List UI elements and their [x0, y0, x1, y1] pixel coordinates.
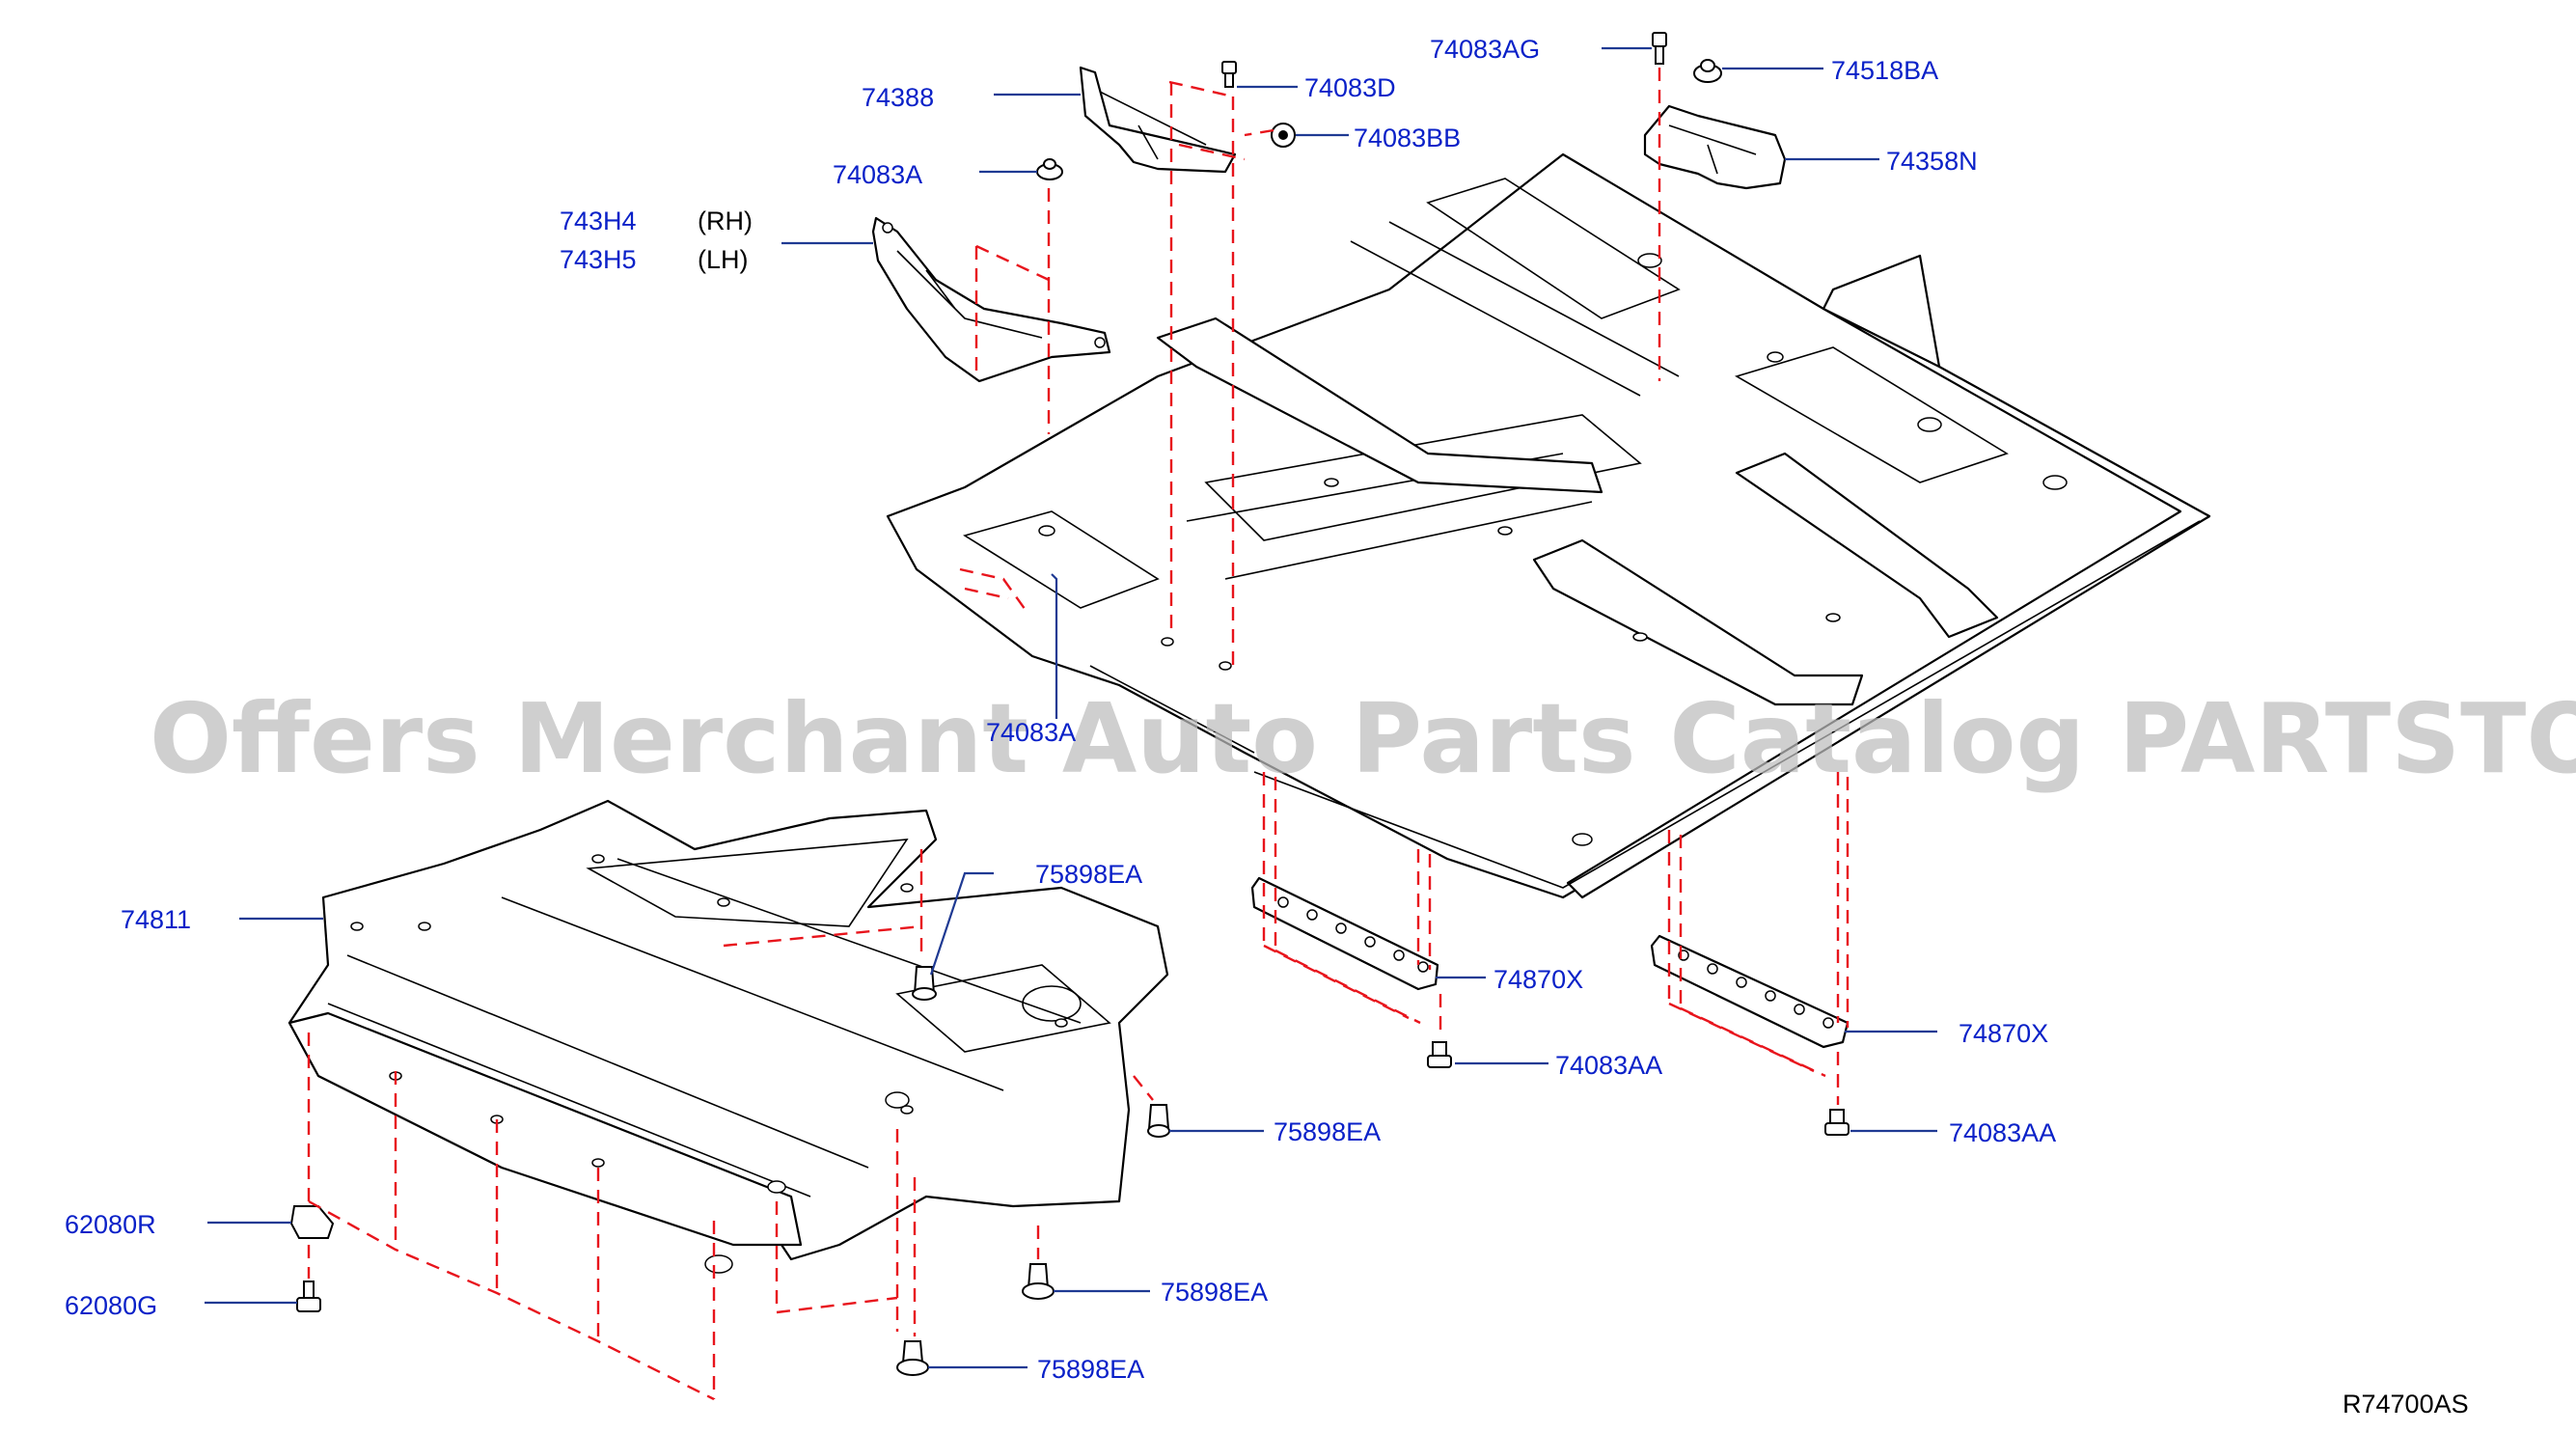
fastener-74083AA-2 [1824, 1109, 1850, 1136]
clip-62080R [289, 1205, 335, 1239]
fastener-75898EA-3 [1022, 1263, 1055, 1300]
callout-74083BB: 74083BB [1354, 124, 1461, 152]
floor-panel [886, 152, 2211, 899]
side-bracket-74870X-left [1250, 876, 1439, 991]
fastener-74083AG [1652, 32, 1667, 65]
fastener-75898EA-1 [912, 966, 937, 1001]
callout-75898EA-1: 75898EA [1035, 860, 1142, 889]
fastener-75898EA-2 [1147, 1104, 1170, 1138]
callout-labels: 74083AG 74518BA 74388 74083D 74083BB 743… [65, 35, 2056, 1384]
fastener-75898EA-4 [896, 1340, 929, 1376]
fastener-74083BB [1271, 123, 1296, 148]
callout-743H5-side: (LH) [698, 245, 749, 274]
callout-74083A-floor: 74083A [986, 718, 1076, 747]
fastener-74083A-top [1036, 158, 1063, 180]
fastener-74083AA-1 [1427, 1041, 1452, 1068]
leader-lines [205, 46, 1937, 1369]
callout-743H4-side: (RH) [698, 207, 753, 235]
callout-74083A-top: 74083A [833, 160, 922, 189]
callout-74518BA: 74518BA [1831, 56, 1938, 85]
bracket-74358N [1643, 104, 1787, 190]
bolt-62080G [296, 1281, 321, 1312]
callout-74083AG: 74083AG [1430, 35, 1540, 64]
callout-74870X-1: 74870X [1494, 965, 1583, 994]
assembly-lines [307, 68, 1850, 1401]
callout-74811: 74811 [121, 905, 191, 934]
callout-743H4: 743H4 [560, 207, 637, 235]
callout-74083AA-1: 74083AA [1555, 1051, 1662, 1080]
fastener-74518BA [1693, 59, 1722, 83]
callout-74358N: 74358N [1886, 147, 1978, 176]
under-cover-74811 [288, 799, 1169, 1274]
callout-75898EA-4: 75898EA [1037, 1355, 1144, 1384]
fastener-74083D [1221, 61, 1237, 88]
callout-74388: 74388 [862, 83, 934, 112]
diagram-code: R74700AS [2343, 1390, 2469, 1418]
callout-75898EA-2: 75898EA [1274, 1117, 1381, 1146]
callout-74083D: 74083D [1304, 73, 1396, 102]
callout-62080R: 62080R [65, 1210, 156, 1239]
bracket-743H4 [871, 216, 1111, 383]
bracket-74388 [1079, 66, 1237, 174]
callout-75898EA-3: 75898EA [1161, 1278, 1268, 1307]
callout-74870X-2: 74870X [1959, 1019, 2048, 1048]
watermark: Offers Merchant Auto Parts Catalog PARTS… [150, 682, 2576, 795]
callout-743H5: 743H5 [560, 245, 637, 274]
callout-62080G: 62080G [65, 1291, 157, 1320]
callout-74083AA-2: 74083AA [1949, 1118, 2056, 1147]
